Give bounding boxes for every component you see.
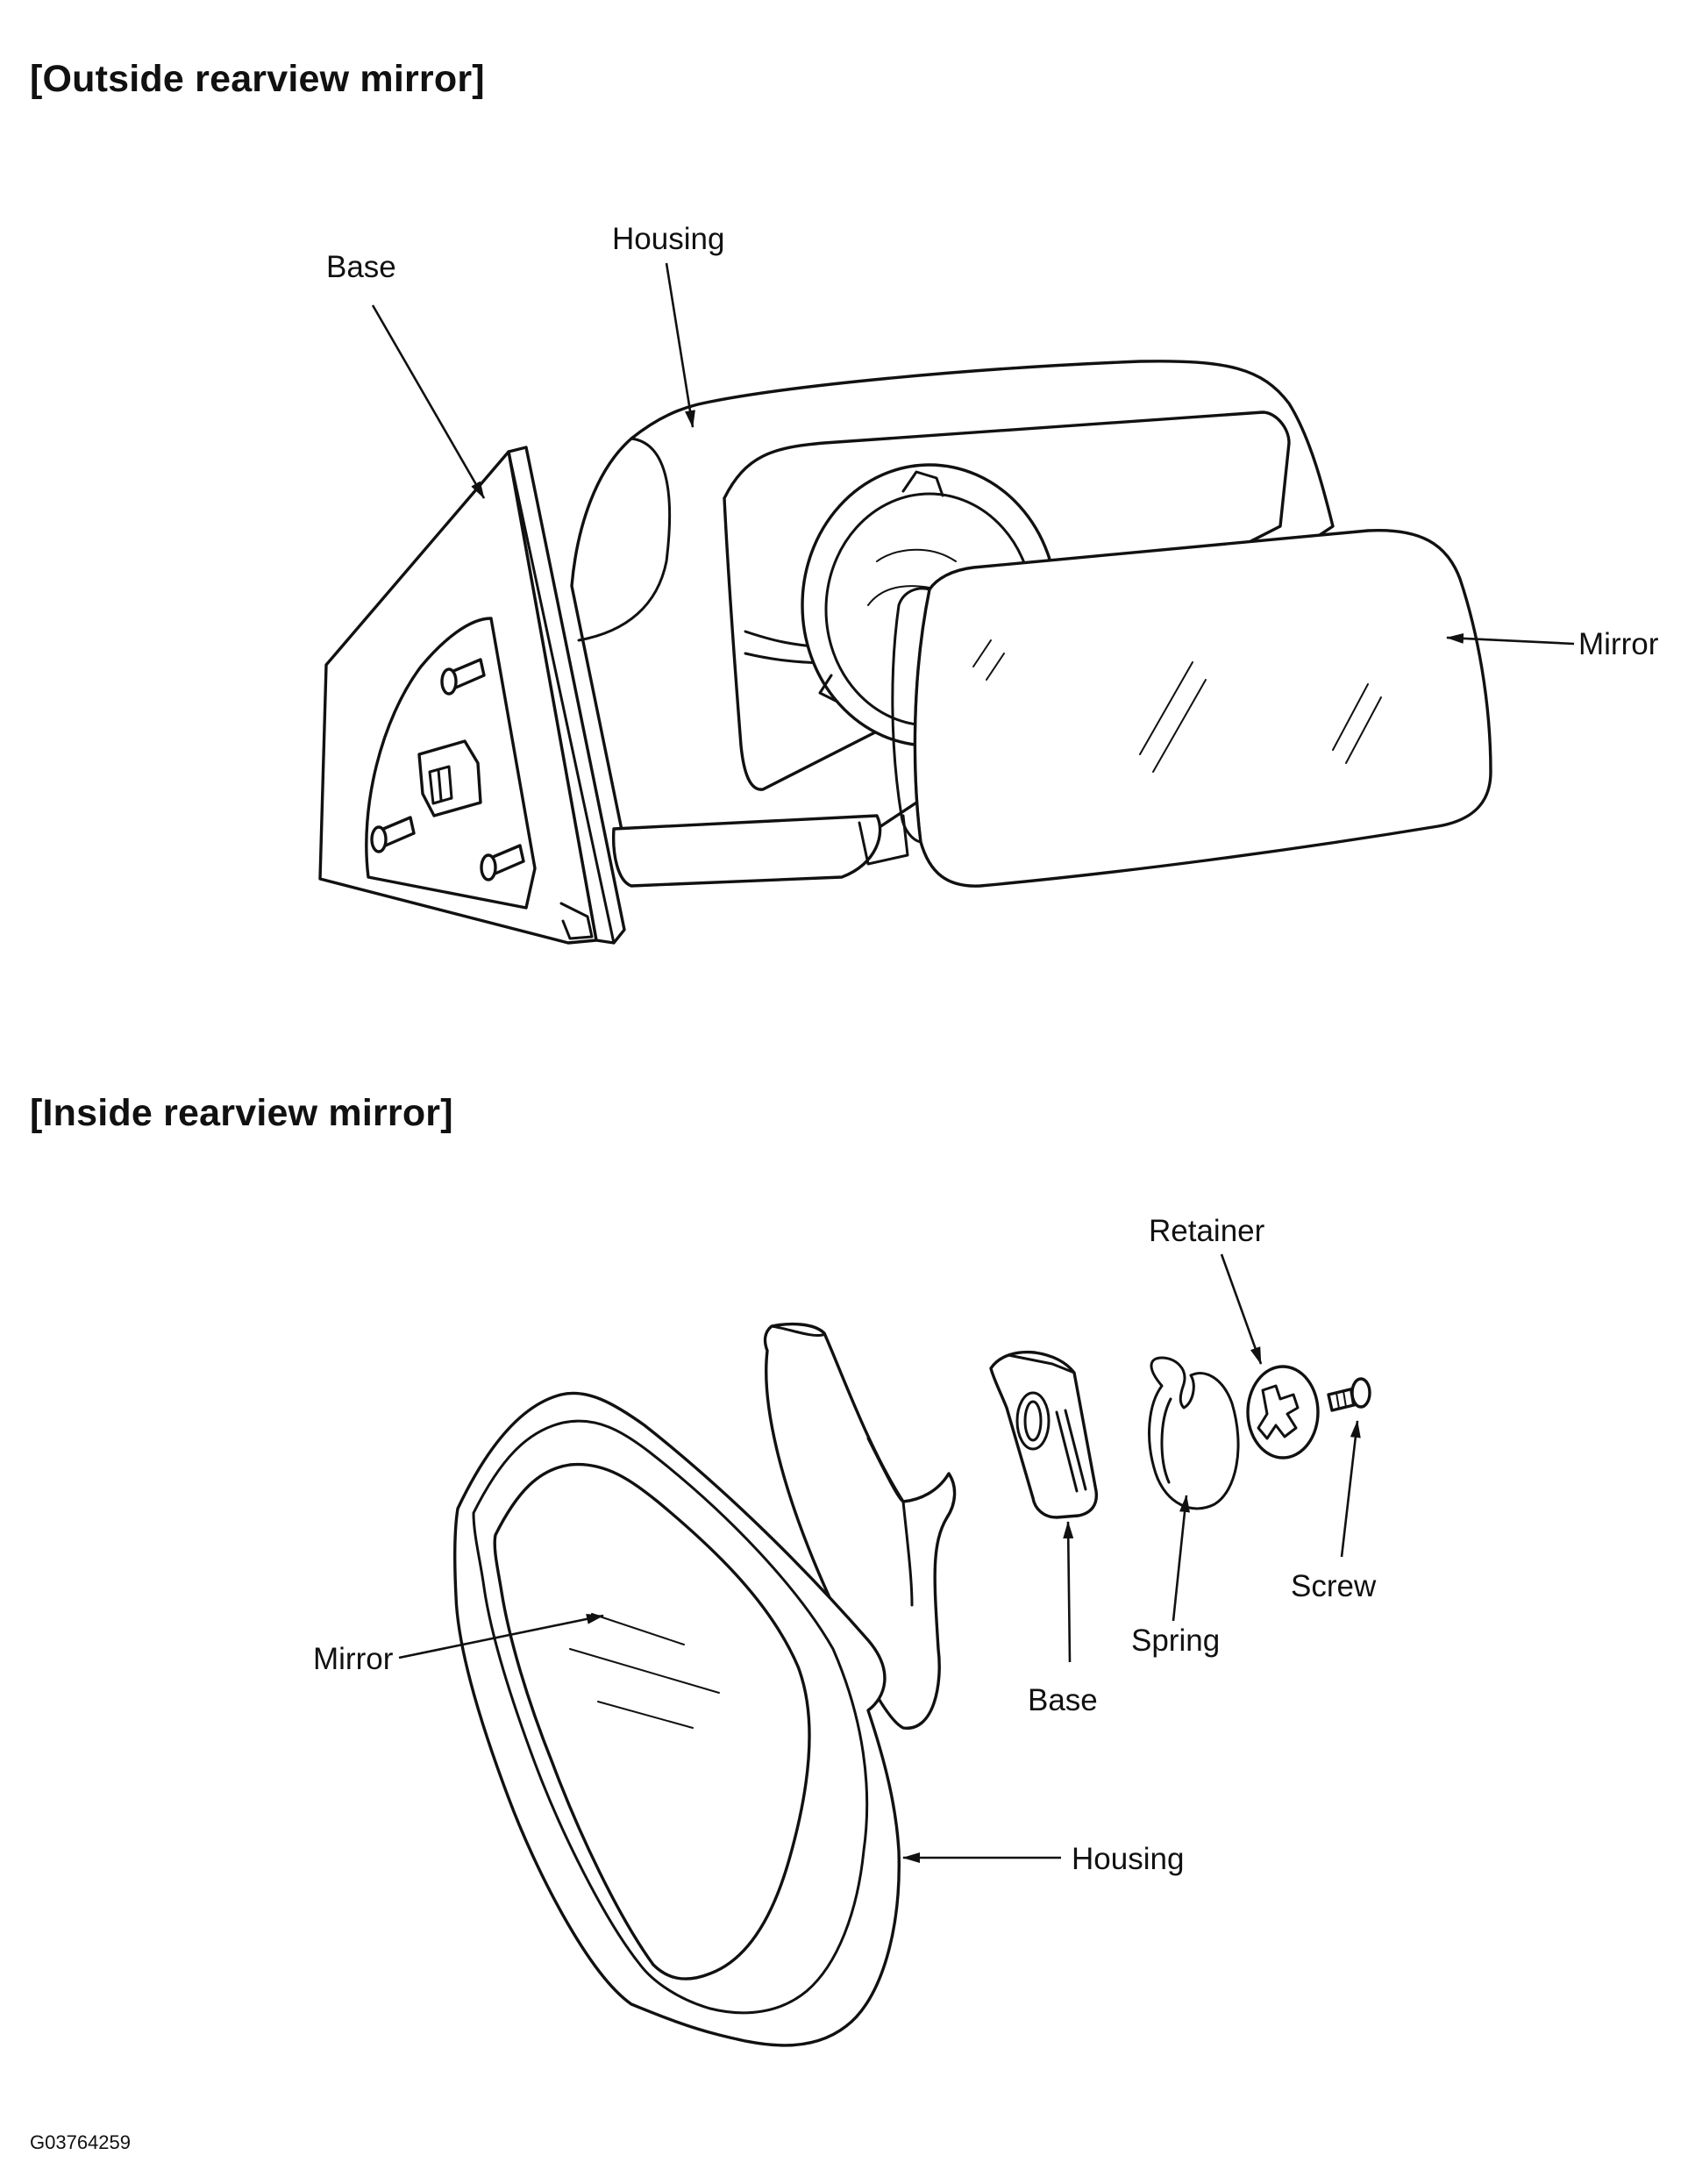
inside-base-leader <box>1063 1521 1074 1663</box>
outside-base-leader <box>371 304 486 499</box>
outside-mirror-drawing <box>318 360 1492 945</box>
inside-spring-part <box>1148 1356 1240 1510</box>
inside-spring-label: Spring <box>1131 1624 1220 1658</box>
inside-screw-label: Screw <box>1291 1569 1377 1603</box>
outside-base-bolts <box>370 658 525 881</box>
inside-housing-label: Housing <box>1072 1842 1184 1876</box>
inside-mirror-leader <box>398 1613 604 1659</box>
inside-base-part <box>989 1350 1099 1519</box>
outside-mirror-glass-part <box>891 528 1492 888</box>
outside-mirror-leader <box>1446 632 1575 646</box>
inside-mirror-label: Mirror <box>313 1642 394 1676</box>
inside-screw-part <box>1327 1377 1371 1412</box>
inside-housing-part <box>453 1391 901 2047</box>
outside-base-part <box>318 446 626 945</box>
outside-housing-label: Housing <box>612 222 724 256</box>
inside-retainer-leader <box>1220 1253 1263 1365</box>
inside-mirror-drawing <box>453 1322 1371 2047</box>
inside-retainer-label: Retainer <box>1149 1214 1265 1248</box>
inside-spring-leader <box>1172 1495 1190 1622</box>
outside-mirror-label: Mirror <box>1578 627 1659 661</box>
inside-retainer-part <box>1246 1365 1320 1460</box>
inside-mirror-title: [Inside rearview mirror] <box>30 1092 453 1134</box>
inside-screw-leader <box>1340 1420 1361 1558</box>
outside-base-connector <box>417 739 482 817</box>
inside-base-label: Base <box>1028 1683 1098 1717</box>
figure-code: G03764259 <box>30 2131 131 2153</box>
outside-mirror-title: [Outside rearview mirror] <box>30 58 485 100</box>
outside-housing-leader <box>665 262 695 428</box>
outside-base-label: Base <box>326 250 396 284</box>
